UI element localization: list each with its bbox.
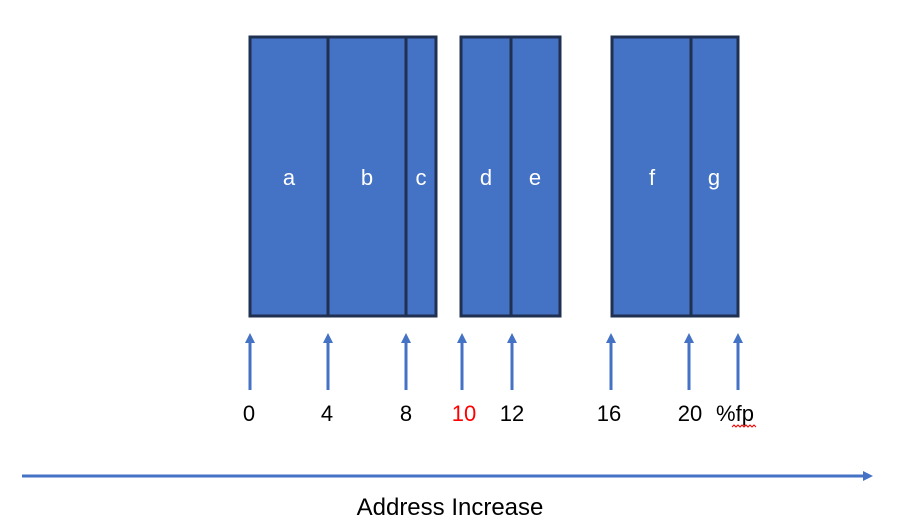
block-group-3: [610, 35, 740, 318]
address-label-8: 8: [400, 401, 412, 426]
cell-c-label: c: [416, 165, 427, 190]
cell-g-label: g: [708, 165, 720, 190]
block-group-1: [248, 35, 438, 318]
cell-a-label: a: [283, 165, 296, 190]
cell-d-label: d: [480, 165, 492, 190]
address-label-12: 12: [500, 401, 524, 426]
axis-label: Address Increase: [357, 494, 544, 521]
address-label-4: 4: [321, 401, 333, 426]
address-label-16: 16: [597, 401, 621, 426]
cell-e-label: e: [529, 165, 541, 190]
cell-b-label: b: [361, 165, 373, 190]
spellcheck-squiggle: [731, 424, 757, 428]
address-label-0: 0: [243, 401, 255, 426]
address-label-20: 20: [678, 401, 702, 426]
address-label-fp: %fp: [716, 401, 754, 426]
cell-f-label: f: [649, 165, 656, 190]
address-label-10: 10: [452, 401, 476, 426]
